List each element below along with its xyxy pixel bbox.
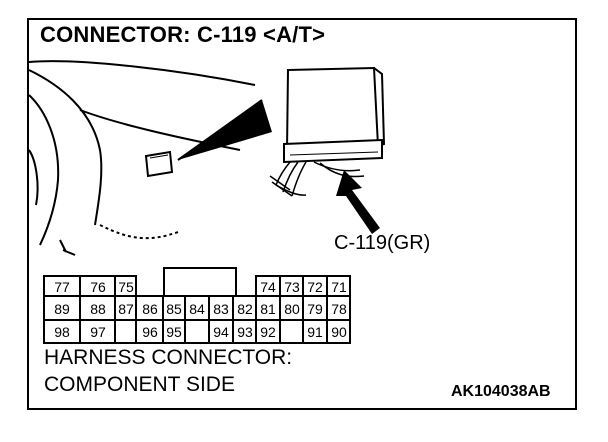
pin-90: 90 <box>331 324 347 340</box>
pin-98: 98 <box>54 324 70 340</box>
pin-79: 79 <box>307 301 323 317</box>
ecu-module-drawing <box>283 66 386 164</box>
harness-label-line-1: HARNESS CONNECTOR: <box>44 346 293 369</box>
connector-callout-label: C-119(GR) <box>334 232 431 254</box>
dash-connector-icon <box>144 150 174 178</box>
pin-73: 73 <box>284 279 300 295</box>
pin-82: 82 <box>237 301 253 317</box>
pin-92: 92 <box>260 324 276 340</box>
pin-93: 93 <box>237 324 253 340</box>
diagram-title: CONNECTOR: C-119 <A/T> <box>40 22 326 47</box>
pin-96: 96 <box>142 324 158 340</box>
pin-74: 74 <box>260 279 276 295</box>
pin-83: 83 <box>213 301 229 317</box>
pin-84: 84 <box>189 301 205 317</box>
dashboard-drawing <box>28 60 256 256</box>
harness-wires-drawing <box>269 161 365 197</box>
pin-72: 72 <box>307 279 323 295</box>
harness-connector-face <box>43 267 351 344</box>
diagram-frame <box>27 18 577 410</box>
pin-80: 80 <box>284 301 300 317</box>
drawing-code: AK104038AB <box>451 383 551 400</box>
pin-81: 81 <box>260 301 276 317</box>
pin-75: 75 <box>118 279 134 295</box>
pin-94: 94 <box>213 324 229 340</box>
pin-87: 87 <box>118 301 134 317</box>
pin-numbers: 77 76 75 74 73 72 71 89 88 87 86 85 84 8… <box>54 279 347 340</box>
pin-86: 86 <box>142 301 158 317</box>
pin-76: 76 <box>90 279 106 295</box>
pin-78: 78 <box>331 301 347 317</box>
pin-88: 88 <box>90 301 106 317</box>
pin-91: 91 <box>307 324 323 340</box>
harness-label-line-2: COMPONENT SIDE <box>44 373 235 396</box>
pin-89: 89 <box>54 301 70 317</box>
zoom-wedge-shape <box>177 99 272 161</box>
pin-77: 77 <box>54 279 70 295</box>
harness-connector-label: HARNESS CONNECTOR: COMPONENT SIDE <box>44 344 292 398</box>
pin-97: 97 <box>90 324 106 340</box>
pin-85: 85 <box>166 301 182 317</box>
pin-71: 71 <box>331 279 347 295</box>
pin-95: 95 <box>166 324 182 340</box>
pointer-arrow <box>336 170 380 234</box>
